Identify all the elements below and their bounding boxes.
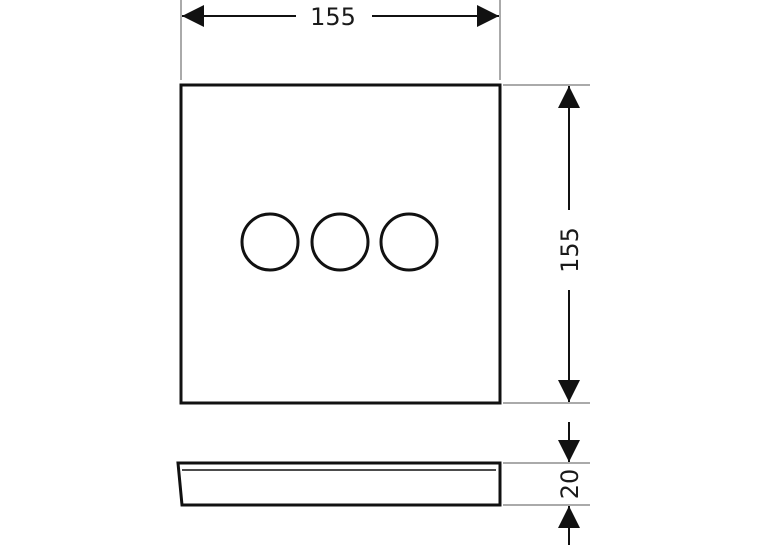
width-label: 155 <box>310 3 356 31</box>
depth-dimension: 20 <box>503 422 590 545</box>
height-dimension: 155 <box>503 84 590 404</box>
push-button-1-icon <box>240 212 300 272</box>
height-label: 155 <box>556 227 584 273</box>
side-view <box>176 461 502 507</box>
depth-label: 20 <box>556 469 584 500</box>
push-button-2-icon <box>310 212 370 272</box>
button-group <box>240 212 439 272</box>
width-dimension: 155 <box>180 0 501 80</box>
push-button-3-icon <box>379 212 439 272</box>
side-profile <box>176 461 502 507</box>
front-plate <box>179 83 502 405</box>
